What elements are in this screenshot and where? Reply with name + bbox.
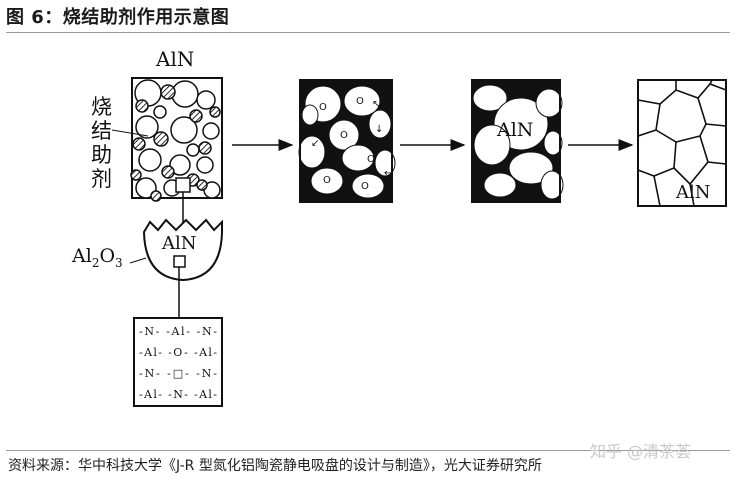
watermark: 知乎 @清茶荟: [590, 442, 692, 461]
lattice-row: -N- -□- -N-: [139, 367, 217, 380]
sintering-aid-diagram: AlN 烧 结 助 剂 AlN Al2O3 -N- -Al- -N- -Al- …: [71, 47, 727, 407]
aln-particle: [169, 154, 191, 176]
lattice-row: -Al- -N- -Al-: [139, 388, 217, 401]
aln-grain: [341, 144, 375, 172]
sintering-aid-particle: [135, 99, 149, 113]
top-divider: [6, 32, 730, 33]
sintering-aid-particle: [189, 109, 203, 123]
aln-grain: [535, 88, 563, 118]
lattice-row: -N- -Al- -N-: [139, 325, 217, 338]
aid-label-char-4: 剂: [91, 167, 112, 191]
aln-grain: [473, 124, 511, 166]
aln-grain: [540, 170, 564, 200]
sintering-aid-particle: [209, 106, 221, 118]
sintering-aid-particle: [161, 165, 175, 179]
stage-1-powder-compact: AlN: [130, 47, 223, 202]
aid-label-char-1: 烧: [91, 95, 112, 119]
sintering-aid-particle: [198, 141, 212, 155]
aln-label-zoom: AlN: [161, 233, 197, 254]
aln-particle: [135, 115, 159, 139]
grain-zoom-view: AlN: [142, 218, 223, 318]
aln-grain: [301, 104, 319, 126]
grain-motion-marker: ↙: [311, 138, 319, 149]
grain-motion-marker: ↖: [372, 99, 380, 110]
grain-motion-marker: ↓: [375, 124, 383, 135]
grain-motion-marker: ↘: [333, 150, 341, 161]
aln-grain: [508, 151, 554, 185]
aid-label-char-2: 结: [91, 119, 112, 143]
stage-3-densification: AlN: [471, 79, 564, 203]
sintering-aid-particle: [196, 179, 208, 191]
sintering-aid-particle: [130, 169, 142, 181]
stage-4-dense-ceramic: AlN: [637, 79, 727, 207]
aln-particle: [196, 156, 214, 174]
sintering-aid-label: 烧 结 助 剂: [91, 95, 149, 191]
aln-particle: [170, 116, 198, 144]
aln-label-stage-1: AlN: [155, 47, 194, 71]
aln-grain: [483, 172, 517, 198]
source-note: 资料来源：华中科技大学《J-R 型氮化铝陶瓷静电吸盘的设计与制造》，光大证券研究…: [8, 458, 542, 474]
grain-motion-marker: ←: [384, 168, 392, 179]
lattice-row: -Al- -O- -Al-: [139, 346, 217, 359]
aln-label-stage-4: AlN: [675, 182, 711, 203]
zoom-marker-square: [175, 177, 191, 193]
bottom-divider: [6, 450, 730, 451]
aln-particle: [196, 90, 216, 110]
sintering-aid-particle: [160, 84, 176, 100]
grain-motion-marker: O: [367, 154, 375, 165]
grain-motion-marker: O: [323, 175, 331, 186]
aln-particle: [186, 143, 200, 157]
aln-particle: [202, 122, 220, 140]
lattice-site-marker: [173, 255, 186, 268]
aln-label-stage-3: AlN: [496, 119, 533, 141]
aln-grain: [343, 85, 381, 117]
aln-grain: [328, 119, 360, 151]
aln-particle: [138, 148, 162, 172]
svg-text:Al2O3: Al2O3: [71, 245, 123, 270]
sintering-aid-particle: [132, 137, 146, 151]
sintering-aid-particle: [153, 131, 169, 147]
stage-2-liquid-phase: O O O O O O ↘ ↓ ↖ ↙ ↑ ←: [298, 79, 396, 203]
grain-motion-marker: O: [356, 96, 364, 107]
aid-label-char-3: 助: [91, 143, 112, 167]
lattice-structure: -N- -Al- -N- -Al- -O- -Al- -N- -□- -N- -…: [133, 317, 223, 407]
aln-particle: [171, 80, 199, 108]
aln-particle: [135, 177, 157, 199]
grain-motion-marker: O: [340, 130, 348, 141]
grain-motion-marker: O: [319, 102, 327, 113]
grain-motion-marker: ↑: [348, 113, 356, 124]
figure-title: 图 6：烧结助剂作用示意图: [6, 7, 230, 28]
aln-grain: [543, 130, 563, 156]
aln-grain: [374, 149, 396, 177]
aln-particle: [153, 105, 167, 119]
alumina-label: Al2O3: [71, 245, 147, 270]
grain-motion-marker: O: [361, 181, 369, 192]
aln-grain: [351, 173, 385, 199]
aln-grain: [310, 167, 344, 195]
sintering-aid-particle: [150, 190, 162, 202]
